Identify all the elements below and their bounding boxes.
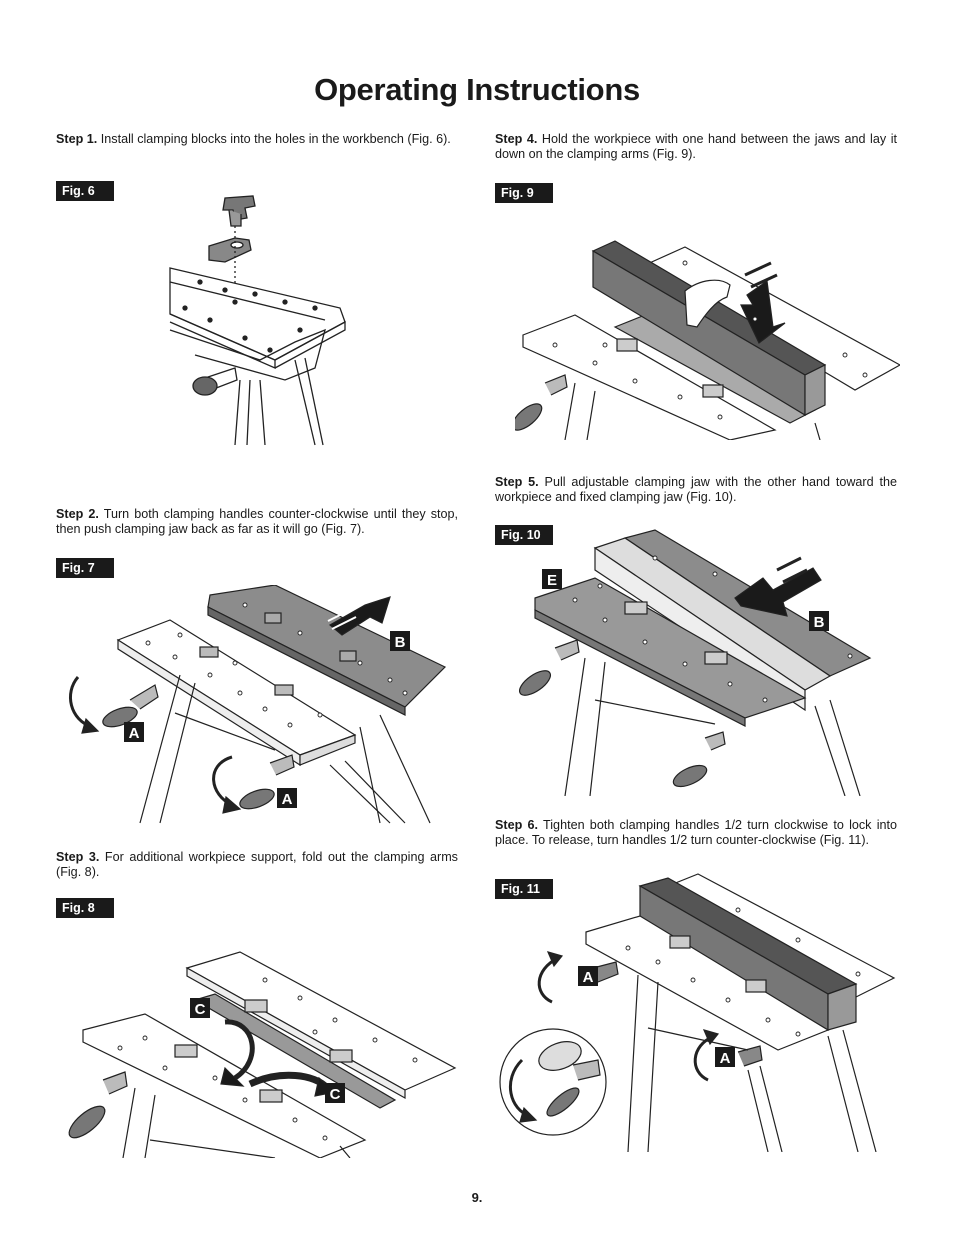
fig-10-callout-e: E bbox=[547, 572, 557, 589]
step-2-text: Turn both clamping handles counter-clock… bbox=[56, 507, 458, 536]
fig-10-label: Fig. 10 bbox=[495, 525, 553, 545]
fig-11-callout-a-top: A bbox=[583, 969, 594, 986]
fig-11-illustration: A A bbox=[499, 873, 896, 1152]
step-6: Step 6. Tighten both clamping handles 1/… bbox=[495, 818, 897, 848]
step-6-text: Tighten both clamping handles 1/2 turn c… bbox=[495, 818, 897, 847]
fig-7-callout-b: B bbox=[395, 634, 406, 651]
fig-9-label: Fig. 9 bbox=[495, 183, 553, 203]
fig-7-callout-a-left: A bbox=[129, 725, 140, 742]
fig-8-illustration: C C bbox=[68, 951, 457, 1158]
step-5-label: Step 5. bbox=[495, 475, 539, 489]
step-3: Step 3. For additional workpiece support… bbox=[56, 850, 458, 880]
fig-8-callout-c-right: C bbox=[330, 1086, 341, 1103]
fig-10-illustration: E B bbox=[518, 529, 872, 796]
fig-11-callout-a-bottom: A bbox=[720, 1050, 731, 1067]
fig-6-illustration bbox=[169, 195, 346, 446]
fig-6-label: Fig. 6 bbox=[56, 181, 114, 201]
fig-7-callout-a-right: A bbox=[282, 791, 293, 808]
step-1: Step 1. Install clamping blocks into the… bbox=[56, 132, 458, 147]
step-3-label: Step 3. bbox=[56, 850, 100, 864]
step-4-label: Step 4. bbox=[495, 132, 538, 146]
step-2-label: Step 2. bbox=[56, 507, 99, 521]
step-1-text: Install clamping blocks into the holes i… bbox=[97, 132, 451, 146]
fig-7-label: Fig. 7 bbox=[56, 558, 114, 578]
fig-11-label: Fig. 11 bbox=[495, 879, 553, 899]
step-5-text: Pull adjustable clamping jaw with the ot… bbox=[495, 475, 897, 504]
fig-8-label: Fig. 8 bbox=[56, 898, 114, 918]
step-3-text: For additional workpiece support, fold o… bbox=[56, 850, 458, 879]
fig-10-callout-b: B bbox=[814, 614, 825, 631]
step-4: Step 4. Hold the workpiece with one hand… bbox=[495, 132, 897, 162]
step-1-label: Step 1. bbox=[56, 132, 98, 146]
fig-8-callout-c-left: C bbox=[195, 1001, 206, 1018]
step-4-text: Hold the workpiece with one hand between… bbox=[495, 132, 897, 161]
step-6-label: Step 6. bbox=[495, 818, 539, 832]
step-2: Step 2. Turn both clamping handles count… bbox=[56, 507, 458, 537]
page-title: Operating Instructions bbox=[314, 72, 640, 107]
step-5: Step 5. Pull adjustable clamping jaw wit… bbox=[495, 475, 897, 505]
fig-7-illustration: B A A bbox=[69, 585, 447, 824]
page-number: 9. bbox=[471, 1190, 483, 1205]
fig-9-illustration bbox=[515, 240, 900, 440]
